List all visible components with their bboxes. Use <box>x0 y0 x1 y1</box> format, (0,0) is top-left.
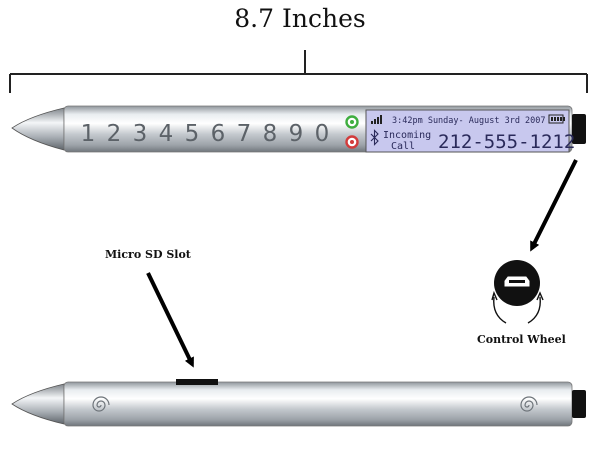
call-green-button-icon[interactable] <box>345 115 359 129</box>
control-wheel-cap <box>572 114 586 144</box>
lcd-incoming-line2: Call <box>391 141 415 152</box>
pen-phone-back <box>11 379 586 427</box>
pen-tip <box>11 383 65 425</box>
control-wheel-arrow <box>530 159 578 252</box>
dimension-bracket <box>9 50 588 93</box>
battery-icon <box>548 114 565 124</box>
bluetooth-icon <box>370 129 379 146</box>
micro-sd-label: Micro SD Slot <box>105 248 191 261</box>
keypad-digit[interactable]: 8 <box>263 121 278 147</box>
pen-phone-front: 1 2 3 4 5 6 7 8 9 0 <box>11 105 586 153</box>
lcd-incoming-line1: Incoming <box>383 130 431 141</box>
micro-sd-slot <box>176 379 218 385</box>
control-wheel-icon <box>491 260 544 324</box>
micro-sd-arrow <box>146 272 194 368</box>
signal-bars-icon <box>371 115 382 124</box>
keypad-digit[interactable]: 2 <box>107 121 122 147</box>
keypad: 1 2 3 4 5 6 7 8 9 0 <box>81 121 330 147</box>
end-red-button-icon[interactable] <box>345 135 359 149</box>
lcd-status-line: 3:42pm Sunday- August 3rd 2007 <box>392 116 546 126</box>
control-wheel-label: Control Wheel <box>477 333 566 346</box>
spiral-icon <box>520 396 538 412</box>
keypad-digit[interactable]: 3 <box>133 121 148 147</box>
control-wheel-cap <box>572 390 586 418</box>
keypad-digit[interactable]: 4 <box>159 121 174 147</box>
keypad-digit[interactable]: 7 <box>237 121 252 147</box>
keypad-digit[interactable]: 9 <box>289 121 304 147</box>
keypad-digit[interactable]: 6 <box>211 121 226 147</box>
dimension-label: 8.7 Inches <box>234 4 366 33</box>
lcd-display: 3:42pm Sunday- August 3rd 2007 Incoming … <box>365 109 575 153</box>
pen-barrel <box>63 381 573 427</box>
keypad-digit[interactable]: 0 <box>315 121 330 147</box>
keypad-digit[interactable]: 5 <box>185 121 200 147</box>
keypad-digit[interactable]: 1 <box>81 121 96 147</box>
spiral-icon <box>92 396 110 412</box>
pen-tip <box>11 107 65 151</box>
lcd-phone-number: 212-555-1212 <box>438 131 575 153</box>
